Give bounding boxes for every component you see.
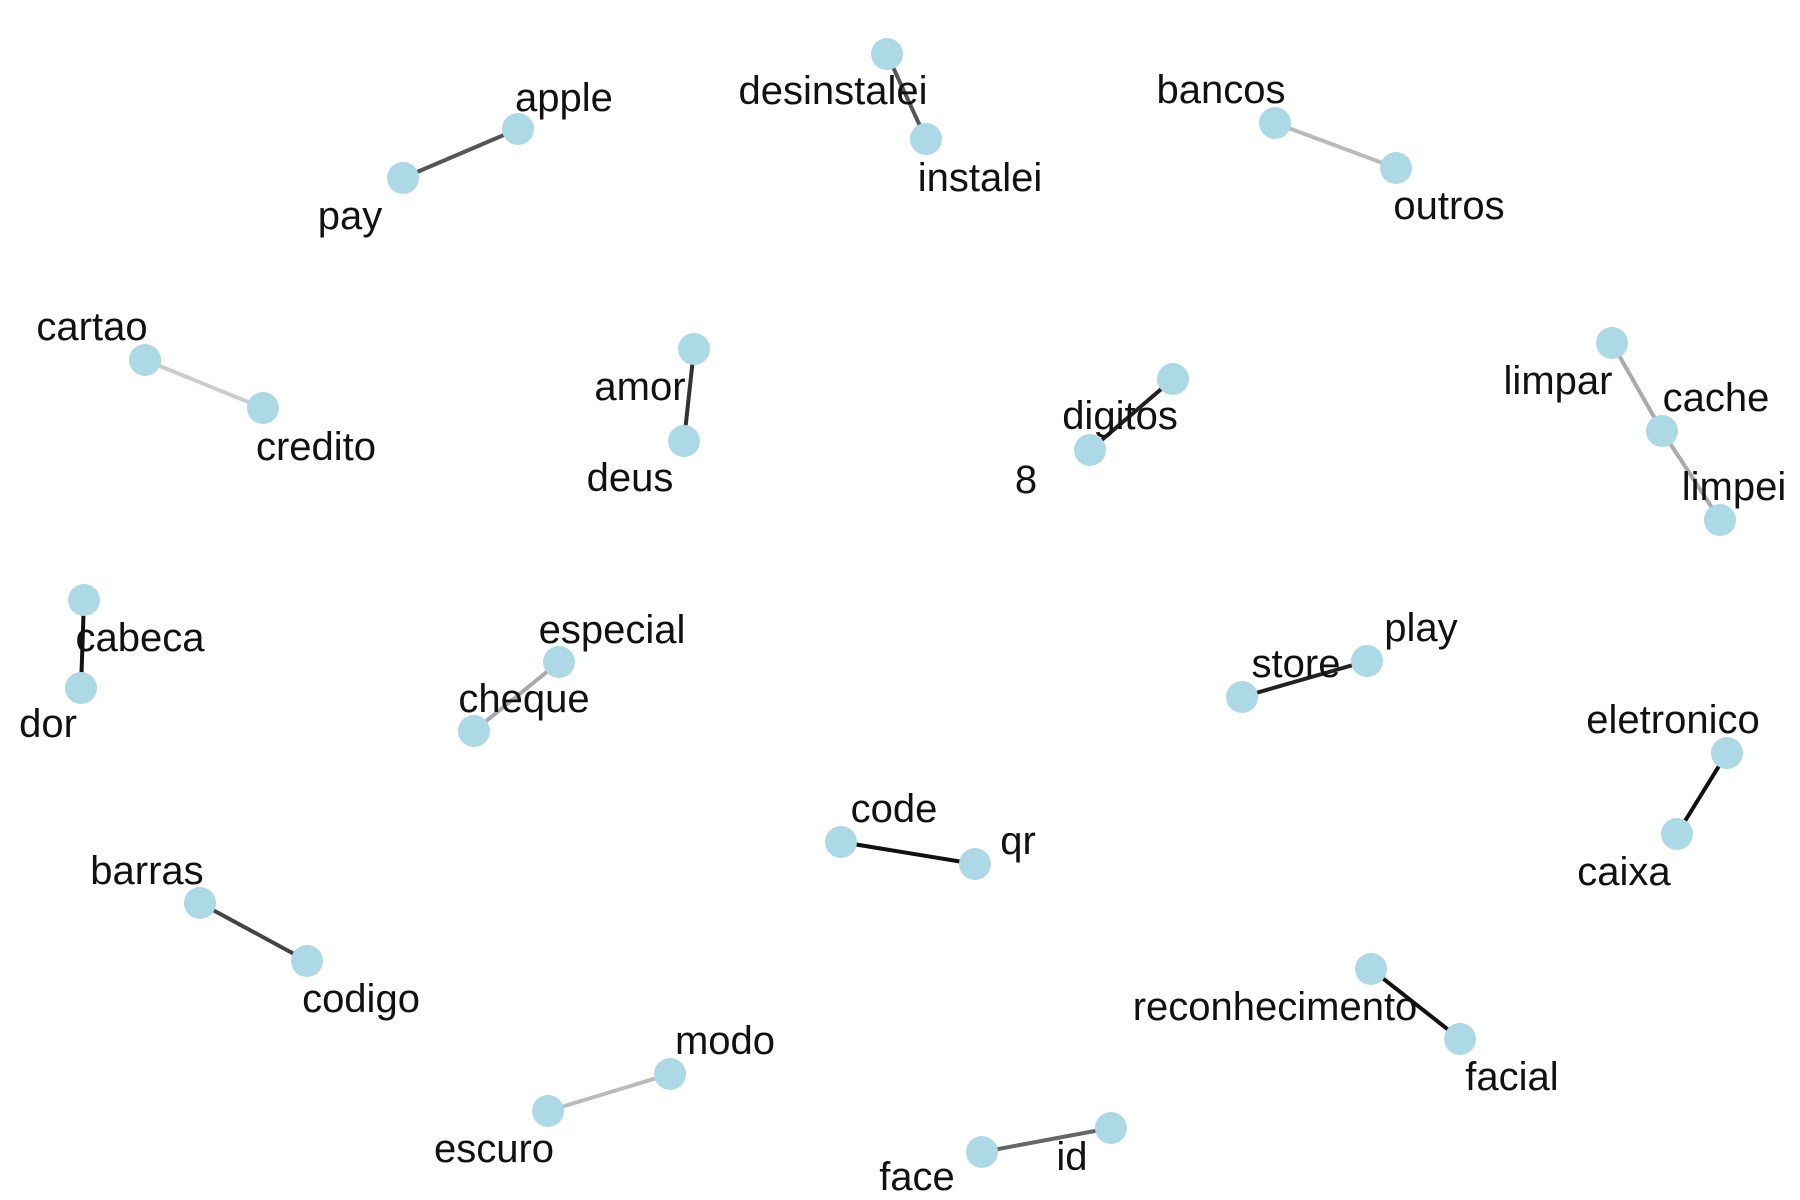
node-deus [668,425,700,457]
node-caixa [1661,818,1693,850]
node-label-store: store [1252,642,1341,686]
node-label-id: id [1056,1135,1087,1179]
node-label-desinstalei: desinstalei [738,69,927,113]
edge-bancos-outros [1273,121,1398,170]
node-credito [247,392,279,424]
node-label-limpar: limpar [1504,359,1613,403]
node-label-credito: credito [256,425,376,469]
edge-face-id [980,1126,1113,1154]
node-id [1095,1112,1127,1144]
node-code [825,826,857,858]
nodes-layer [65,38,1743,1168]
node-label-outros: outros [1393,184,1504,228]
node-label-pay: pay [318,194,383,238]
edge-cartao-credito [143,358,265,410]
node-label-modo: modo [675,1019,775,1063]
node-label-n8: 8 [1015,458,1037,502]
node-escuro [532,1095,564,1127]
node-label-apple: apple [515,76,613,120]
edge-reconhecimento-facial [1369,967,1462,1041]
node-label-bancos: bancos [1157,68,1286,112]
edge-n8-digitos [1088,377,1175,452]
node-facial [1444,1023,1476,1055]
node-cartao [129,344,161,376]
node-label-instalei: instalei [918,156,1043,200]
node-especial [543,646,575,678]
node-label-amor: amor [594,365,685,409]
node-label-deus: deus [587,456,674,500]
node-label-limpei: limpei [1682,465,1786,509]
node-limpei [1704,504,1736,536]
node-label-eletronico: eletronico [1586,698,1759,742]
node-modo [654,1058,686,1090]
node-desinstalei [871,38,903,70]
node-play [1351,645,1383,677]
node-instalei [910,123,942,155]
node-cheque [458,715,490,747]
node-reconhecimento [1355,953,1387,985]
node-dor [65,672,97,704]
node-label-cheque: cheque [458,677,589,721]
node-label-cache: cache [1663,376,1770,420]
node-label-reconhecimento: reconhecimento [1133,985,1418,1029]
node-pay [387,162,419,194]
node-outros [1380,152,1412,184]
node-label-cartao: cartao [36,305,147,349]
edge-store-play [1240,659,1369,699]
node-cache [1646,415,1678,447]
node-limpar [1596,327,1628,359]
node-n8 [1074,434,1106,466]
node-label-dor: dor [19,702,77,746]
node-label-play: play [1384,606,1457,650]
edge-cache-limpei [1660,429,1722,522]
labels-layer: apple pay desinstalei instalei bancos outros c… [19,68,1786,1199]
node-codigo [291,945,323,977]
node-label-codigo: codigo [302,977,420,1021]
node-label-especial: especial [539,608,686,652]
node-qr [959,848,991,880]
node-label-digitos: digitos [1062,394,1178,438]
node-label-face: face [879,1155,955,1199]
node-label-qr: qr [1000,819,1036,863]
node-face [966,1136,998,1168]
edge-pay-apple [401,127,520,180]
node-label-caixa: caixa [1577,850,1671,894]
edge-cheque-especial [472,660,561,733]
node-eletronico [1711,737,1743,769]
edge-escuro-modo [546,1072,672,1113]
node-label-barras: barras [90,849,203,893]
node-amor [678,333,710,365]
node-label-code: code [851,787,938,831]
node-bancos [1259,107,1291,139]
node-store [1226,681,1258,713]
node-label-cabeca: cabeca [76,616,206,660]
edge-code-qr [839,840,977,866]
node-cabeca [68,584,100,616]
node-label-facial: facial [1465,1055,1558,1099]
node-digitos [1157,363,1189,395]
edge-barras-codigo [198,901,309,963]
node-label-escuro: escuro [434,1127,554,1171]
node-barras [184,887,216,919]
node-apple [502,113,534,145]
edge-limpar-cache [1610,341,1664,433]
